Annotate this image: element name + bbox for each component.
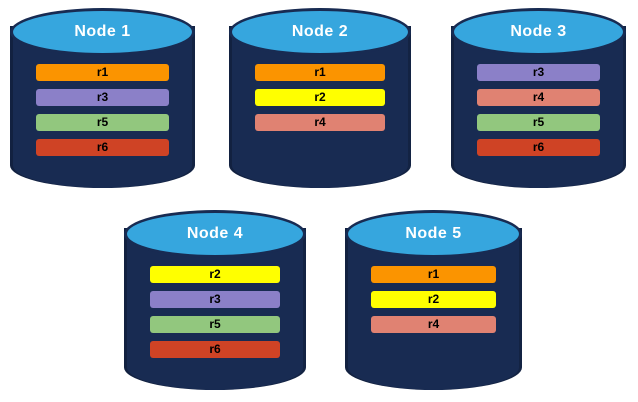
- database-node-cylinder[interactable]: Node 2 r1 r2 r4: [229, 8, 411, 188]
- replica-bar[interactable]: r3: [150, 291, 280, 308]
- node-title-label: Node 5: [405, 225, 462, 242]
- cylinder-top-ellipse: [124, 210, 306, 258]
- replica-list: r1 r2 r4: [345, 266, 522, 333]
- replica-bar[interactable]: r3: [36, 89, 169, 106]
- replica-bar[interactable]: r4: [371, 316, 496, 333]
- replica-bar[interactable]: r5: [477, 114, 600, 131]
- replica-list: r1 r3 r5 r6: [10, 64, 195, 156]
- database-node-cylinder[interactable]: Node 5 r1 r2 r4: [345, 210, 522, 390]
- node-title-label: Node 1: [74, 23, 131, 40]
- replica-bar[interactable]: r4: [255, 114, 385, 131]
- cylinder-shape: Node 5: [345, 210, 522, 390]
- node-title-label: Node 3: [510, 23, 567, 40]
- database-node-cylinder[interactable]: Node 3 r3 r4 r5 r6: [451, 8, 626, 188]
- replica-bar[interactable]: r1: [255, 64, 385, 81]
- cylinder-shape: Node 2: [229, 8, 411, 188]
- replica-list: r1 r2 r4: [229, 64, 411, 131]
- cylinder-shape: Node 3: [451, 8, 626, 188]
- cylinder-top-ellipse: [10, 8, 195, 56]
- replica-bar[interactable]: r2: [371, 291, 496, 308]
- node-title-label: Node 2: [291, 23, 349, 40]
- replica-bar[interactable]: r5: [150, 316, 280, 333]
- database-node-cylinder[interactable]: Node 4 r2 r3 r5 r6: [124, 210, 306, 390]
- replica-bar[interactable]: r1: [371, 266, 496, 283]
- cylinder-top-ellipse: [451, 8, 626, 56]
- replica-bar[interactable]: r3: [477, 64, 600, 81]
- node-title-label: Node 4: [186, 225, 244, 242]
- replica-bar[interactable]: r6: [477, 139, 600, 156]
- replica-bar[interactable]: r6: [36, 139, 169, 156]
- database-node-cylinder[interactable]: Node 1 r1 r3 r5 r6: [10, 8, 195, 188]
- cylinder-top-ellipse: [345, 210, 522, 258]
- replica-bar[interactable]: r5: [36, 114, 169, 131]
- cylinder-shape: Node 4: [124, 210, 306, 390]
- replica-bar[interactable]: r2: [255, 89, 385, 106]
- replica-bar[interactable]: r1: [36, 64, 169, 81]
- replica-list: r2 r3 r5 r6: [124, 266, 306, 358]
- replica-bar[interactable]: r6: [150, 341, 280, 358]
- replica-bar[interactable]: r2: [150, 266, 280, 283]
- replica-bar[interactable]: r4: [477, 89, 600, 106]
- replica-list: r3 r4 r5 r6: [451, 64, 626, 156]
- cylinder-shape: Node 1: [10, 8, 195, 188]
- cylinder-top-ellipse: [229, 8, 411, 56]
